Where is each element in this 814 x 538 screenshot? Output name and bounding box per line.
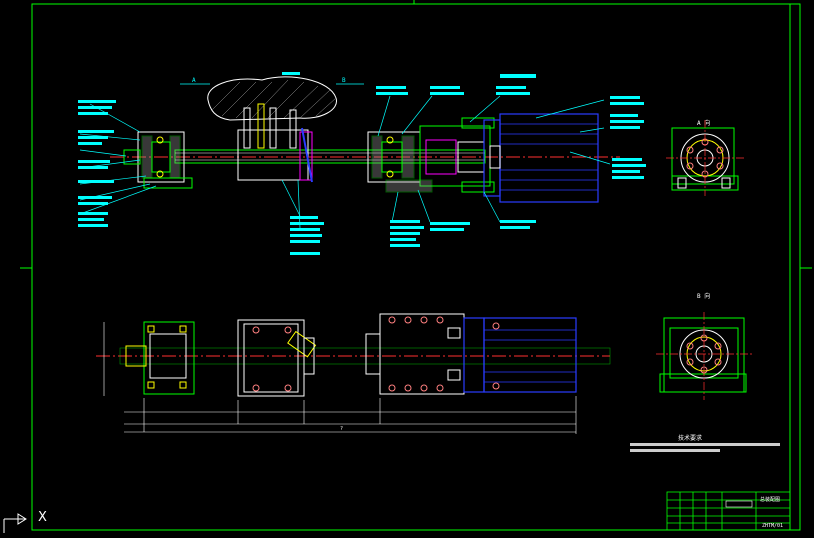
coupling-housing bbox=[385, 117, 495, 193]
assembly-section-view bbox=[110, 76, 620, 203]
notes-title: 技术要求 bbox=[678, 434, 702, 442]
section-a-title: A 向 bbox=[697, 119, 710, 127]
fixture-block bbox=[207, 76, 337, 183]
drawing-frame bbox=[20, 0, 812, 531]
leader-labels-top bbox=[79, 95, 611, 229]
view-b-label: B bbox=[342, 77, 346, 84]
title-block-drawing-name: 总装配图 bbox=[760, 496, 780, 503]
title-block bbox=[666, 491, 791, 531]
plan-view: ? bbox=[96, 313, 611, 434]
overall-dimension: ? bbox=[340, 426, 343, 432]
title-block-drawing-no: ZHTM/01 bbox=[762, 523, 783, 529]
shaft-top bbox=[174, 149, 486, 164]
section-b-title: B 向 bbox=[697, 292, 710, 300]
left-bearing-housing bbox=[123, 131, 193, 189]
technical-notes: 技术要求 bbox=[630, 434, 780, 452]
ucs-axis-icon bbox=[2, 509, 62, 533]
leader-text-blocks-top bbox=[78, 72, 646, 255]
motor-top bbox=[483, 113, 599, 203]
right-bearing-housing bbox=[367, 131, 421, 183]
view-a-label: A bbox=[192, 77, 196, 84]
section-a-view: A 向 bbox=[666, 119, 744, 196]
section-b-view: B 向 bbox=[656, 292, 752, 400]
ucs-x-label: X bbox=[38, 510, 47, 525]
